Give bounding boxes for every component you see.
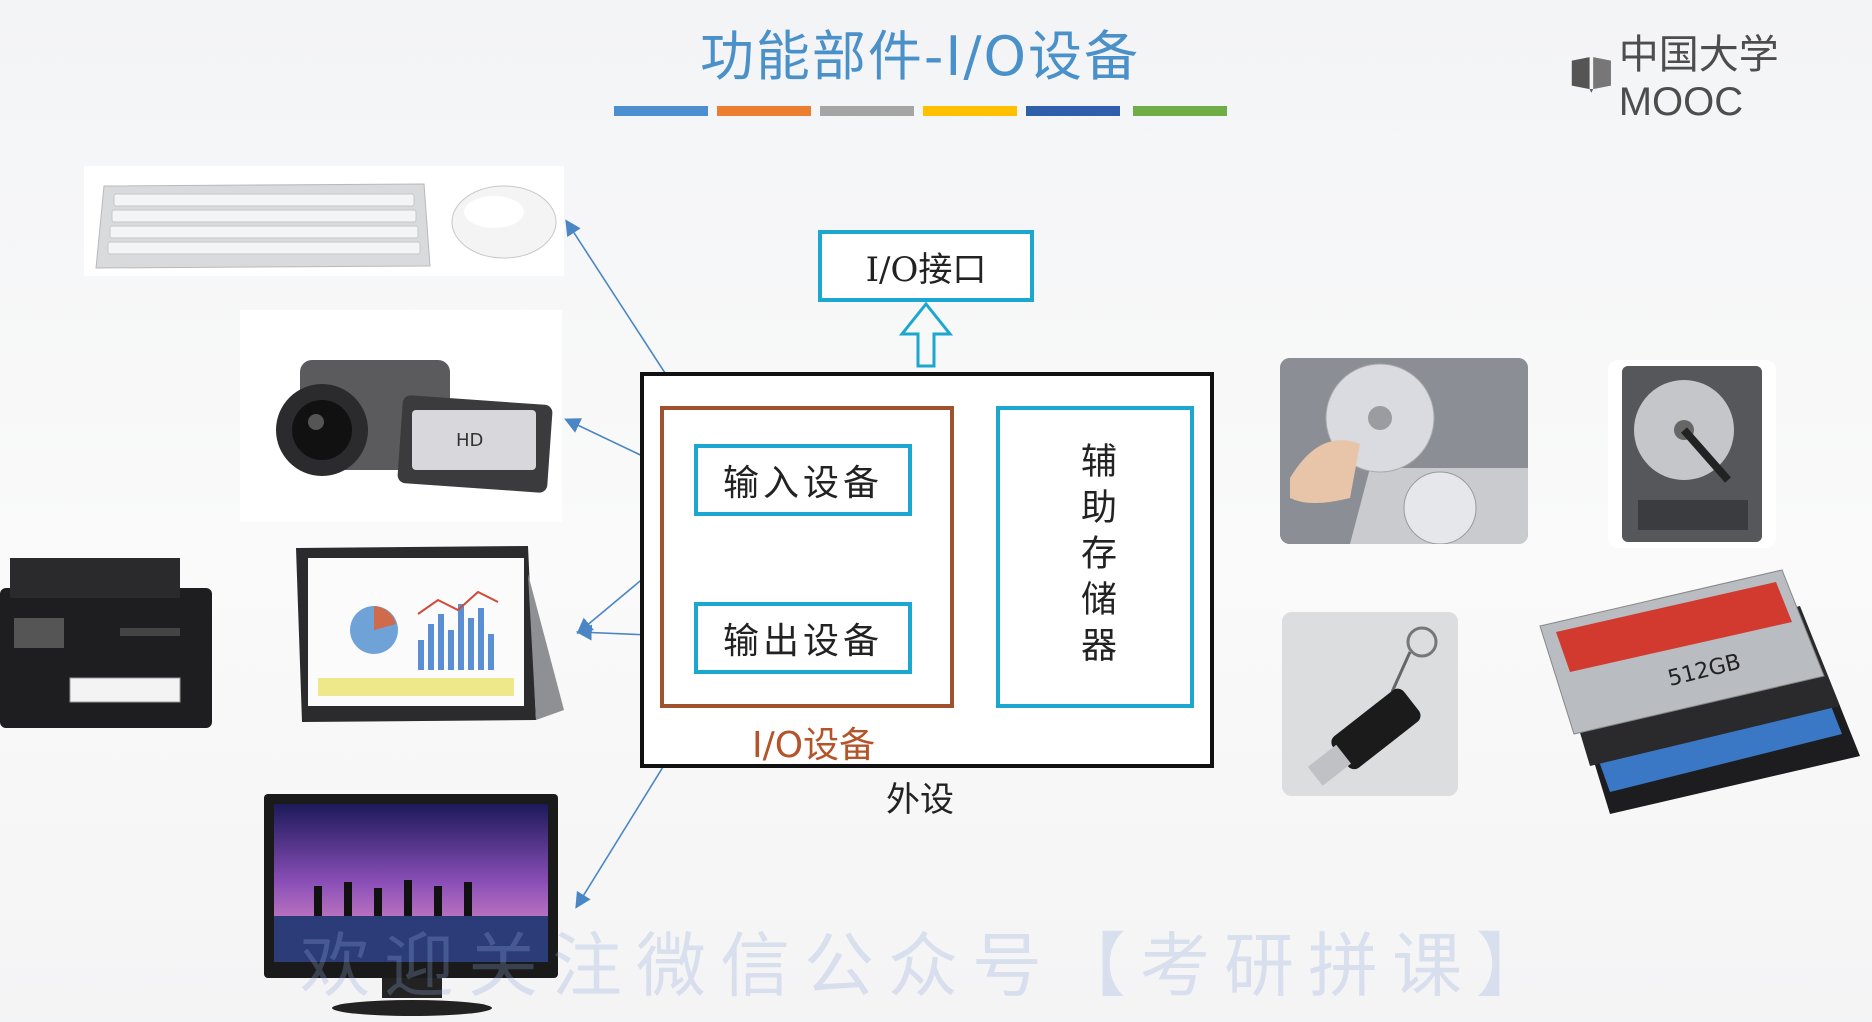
monitor-image — [264, 786, 566, 1018]
mooc-logo: 中国大学MOOC — [1570, 22, 1872, 125]
output-device-box: 输出设备 — [694, 602, 912, 674]
printer-image — [0, 548, 224, 734]
auxiliary-storage-label: 辅助存储器 — [1075, 442, 1116, 672]
io-interface-box: I/O接口 — [818, 230, 1034, 302]
up-arrow-icon — [898, 301, 954, 368]
cd-drive-image — [1280, 358, 1528, 544]
color-stripe-5 — [1026, 106, 1120, 116]
page-title: 功能部件-I/O设备 — [699, 25, 1141, 88]
peripherals-label: 外设 — [886, 780, 954, 820]
peripherals-box — [640, 372, 1214, 768]
io-device-group-box — [660, 406, 954, 708]
color-stripe-2 — [717, 106, 811, 116]
ssd-image: 512GB — [1520, 566, 1872, 826]
color-stripe-6 — [1133, 106, 1227, 116]
auxiliary-storage-box: 辅助存储器 — [996, 406, 1194, 708]
watermark-text: 欢迎关注微信公众号【考研拼课】 — [300, 925, 1560, 1007]
usb-drive-image — [1282, 612, 1458, 796]
io-interface-label: I/O接口 — [865, 249, 987, 290]
color-stripe-4 — [923, 106, 1017, 116]
logo-text: 中国大学MOOC — [1618, 33, 1779, 124]
svg-text:HD: HD — [456, 430, 483, 451]
input-device-label: 输入设备 — [722, 463, 883, 504]
camcorder-image: HD — [240, 310, 562, 522]
keyboard-mouse-image — [84, 166, 564, 276]
hard-drive-image — [1608, 360, 1776, 548]
input-device-box: 输入设备 — [694, 444, 912, 516]
output-device-label: 输出设备 — [722, 621, 883, 662]
io-device-group-label: I/O设备 — [752, 725, 876, 766]
tablet-image — [288, 544, 570, 724]
mooc-book-icon — [1571, 56, 1611, 93]
color-stripe-1 — [614, 106, 708, 116]
color-stripe-3 — [820, 106, 914, 116]
